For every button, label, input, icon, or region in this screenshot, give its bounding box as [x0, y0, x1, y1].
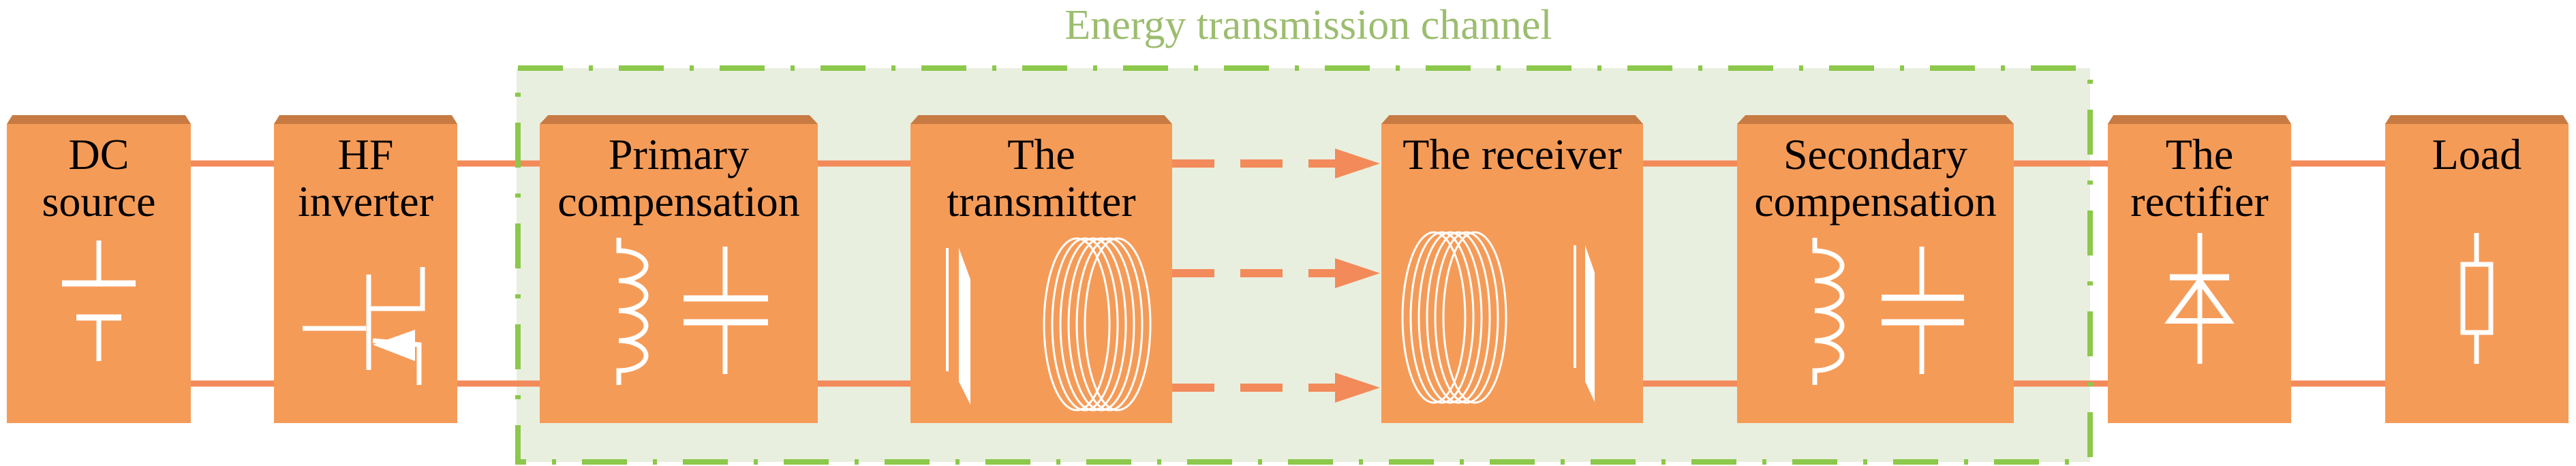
- receive-coil-icon: [1401, 231, 1595, 404]
- channel-border: [515, 65, 2093, 465]
- wireless-arrows: [1172, 149, 1380, 403]
- block-load: Load: [2385, 124, 2569, 423]
- lc-icon: [616, 238, 768, 385]
- channel-title: Energy transmission channel: [1064, 2, 1552, 48]
- diode-icon: [2164, 233, 2235, 364]
- igbt-icon: [303, 267, 425, 385]
- arrow-icon: [1335, 373, 1380, 403]
- resistor-icon: [2460, 233, 2494, 364]
- block-label: The receiver: [1402, 130, 1622, 178]
- block-receiver: The receiver: [1381, 124, 1643, 423]
- block-label: Load: [2432, 130, 2522, 178]
- arrow-icon: [1335, 149, 1380, 178]
- battery-icon: [62, 240, 136, 361]
- transmit-coil-icon: [946, 237, 1152, 411]
- lc-icon: [1812, 238, 1964, 385]
- arrow-icon: [1335, 258, 1380, 288]
